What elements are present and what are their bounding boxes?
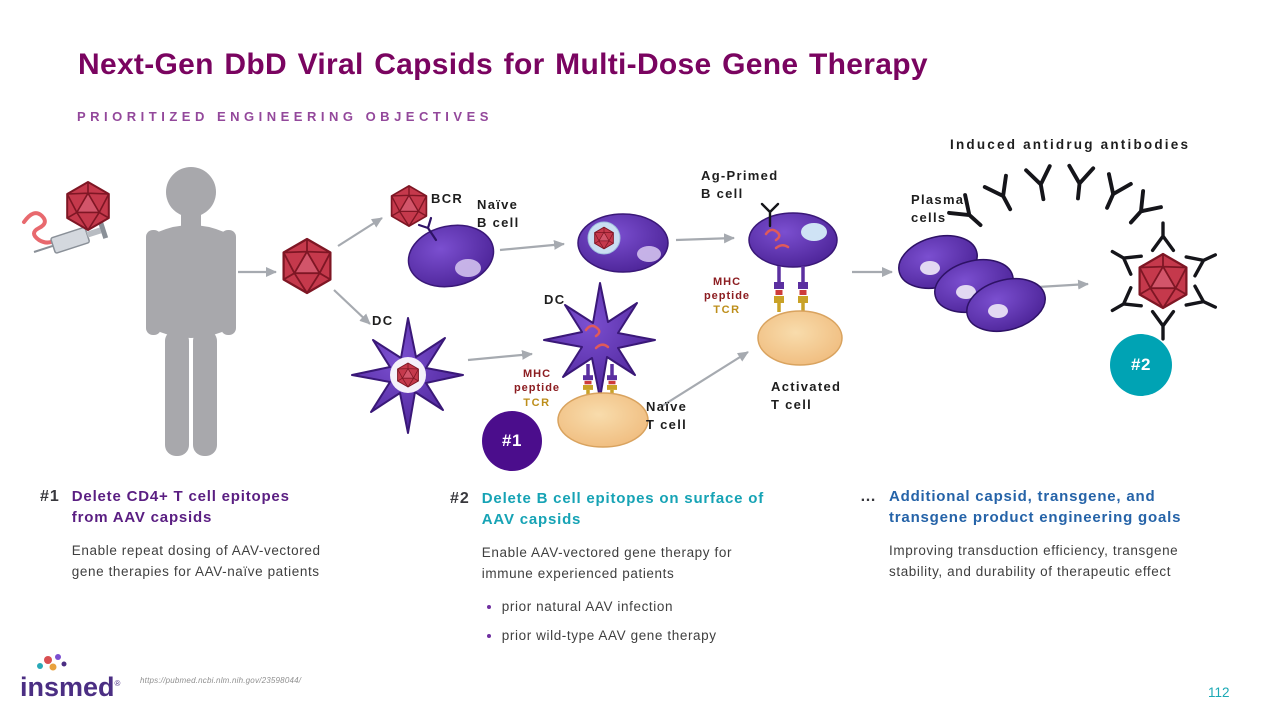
insmed-logo-text: insmed® (20, 672, 121, 702)
objective-2-body: Enable AAV-vectored gene therapy for imm… (481, 545, 733, 581)
neutralized-capsid-icon (1138, 252, 1188, 310)
antibody-icon (1184, 284, 1222, 319)
antibody-icon (1064, 163, 1096, 202)
label-bcr: BCR (431, 191, 464, 206)
label-naive-t-cell: Naïve T cell (646, 399, 688, 433)
label-tcr: TCR (523, 397, 551, 409)
flow-arrow (467, 349, 533, 362)
insmed-logo: insmed® (20, 654, 140, 708)
plasma-cell-shape (966, 277, 1046, 333)
label-plasma-cells: Plasma cells (911, 192, 965, 226)
objective-1-number: #1 (40, 488, 60, 505)
label-mhc-peptide: MHC peptide (513, 368, 561, 394)
processed-peptides-icon (584, 324, 610, 350)
bcr-capsid-icon (390, 185, 428, 227)
objective-3-body: Improving transduction efficiency, trans… (889, 543, 1179, 579)
antibody-icon (1105, 286, 1143, 322)
mhc-tcr-synapse (796, 264, 810, 314)
label-ag-primed-b-cell: Ag-Primed B cell (701, 168, 779, 202)
flow-arrow (337, 217, 383, 247)
bullet-item: prior wild-type AAV gene therapy (502, 626, 736, 646)
antibody-icon (1120, 189, 1163, 233)
flow-arrow (499, 239, 565, 252)
b-cell-internalized-shape (577, 213, 669, 273)
label-activated-t-cell: Activated T cell (771, 379, 842, 413)
flow-arrow (675, 233, 735, 244)
dna-strand-icon (22, 211, 59, 245)
objective-3-number: … (860, 488, 877, 505)
objective-2-bullets: prior natural AAV infection prior wild-t… (486, 597, 736, 647)
flow-arrows (238, 217, 1089, 407)
label-dc-left: DC (372, 313, 394, 328)
registered-mark: ® (114, 679, 121, 688)
antibody-arc (947, 163, 1163, 236)
mhc-tcr-synapse (581, 362, 595, 398)
label-tcr: TCR (713, 304, 741, 316)
flow-arrow (1037, 279, 1089, 290)
label-naive-b-cell: Naïve B cell (477, 197, 520, 231)
syringe-icon (33, 220, 109, 254)
mhc-tcr-synapse (772, 264, 786, 314)
naive-t-cell-shape (557, 392, 649, 448)
plasma-cells-shape (898, 234, 1046, 333)
objective-3: … Additional capsid, transgene, and tran… (860, 486, 1238, 583)
ag-primed-b-cell-shape (748, 202, 838, 268)
objective-1-heading: Delete CD4+ T cell epitopes from AAV cap… (71, 488, 290, 526)
citation-url: https://pubmed.ncbi.nlm.nih.gov/23598044… (140, 676, 302, 685)
bcr-receptor-icon (417, 216, 438, 242)
slide-title: Next-Gen DbD Viral Capsids for Multi-Dos… (78, 48, 928, 81)
page-number: 112 (1208, 685, 1230, 700)
label-dc-right: DC (544, 292, 566, 307)
antibody-icon (982, 173, 1023, 217)
objective-1-body: Enable repeat dosing of AAV-vectored gen… (71, 543, 321, 579)
label-mhc-peptide: MHC peptide (703, 276, 751, 302)
aav-capsid-icon (282, 237, 332, 295)
human-silhouette (146, 167, 236, 456)
slide-subtitle: PRIORITIZED ENGINEERING OBJECTIVES (77, 109, 493, 124)
mhc-tcr-synapse (605, 362, 619, 398)
objective-2-heading: Delete B cell epitopes on surface of AAV… (481, 490, 764, 528)
badge-1: #1 (482, 411, 542, 471)
activated-t-cell-shape (757, 310, 843, 366)
antibody-icon (1105, 240, 1143, 276)
antibody-icon (1150, 309, 1176, 341)
antibody-icon (1184, 243, 1222, 278)
objective-3-heading: Additional capsid, transgene, and transg… (889, 488, 1182, 526)
badge-2: #2 (1110, 334, 1172, 396)
flow-arrow (333, 289, 371, 325)
antibody-icon (1094, 172, 1133, 215)
bcr-receptor-icon (760, 202, 780, 228)
objective-2: #2 Delete B cell epitopes on surface of … (450, 488, 780, 655)
objective-1: #1 Delete CD4+ T cell epitopes from AAV … (40, 486, 350, 583)
bullet-item: prior natural AAV infection (502, 597, 736, 617)
antibody-icon (1150, 221, 1176, 253)
objective-2-number: #2 (450, 490, 470, 507)
naive-b-cell-shape (407, 216, 495, 288)
insmed-logo-dots (37, 654, 67, 671)
label-induced-antibodies: Induced antidrug antibodies (950, 137, 1191, 152)
flow-arrow (661, 351, 749, 407)
antibody-icon (1024, 164, 1058, 204)
